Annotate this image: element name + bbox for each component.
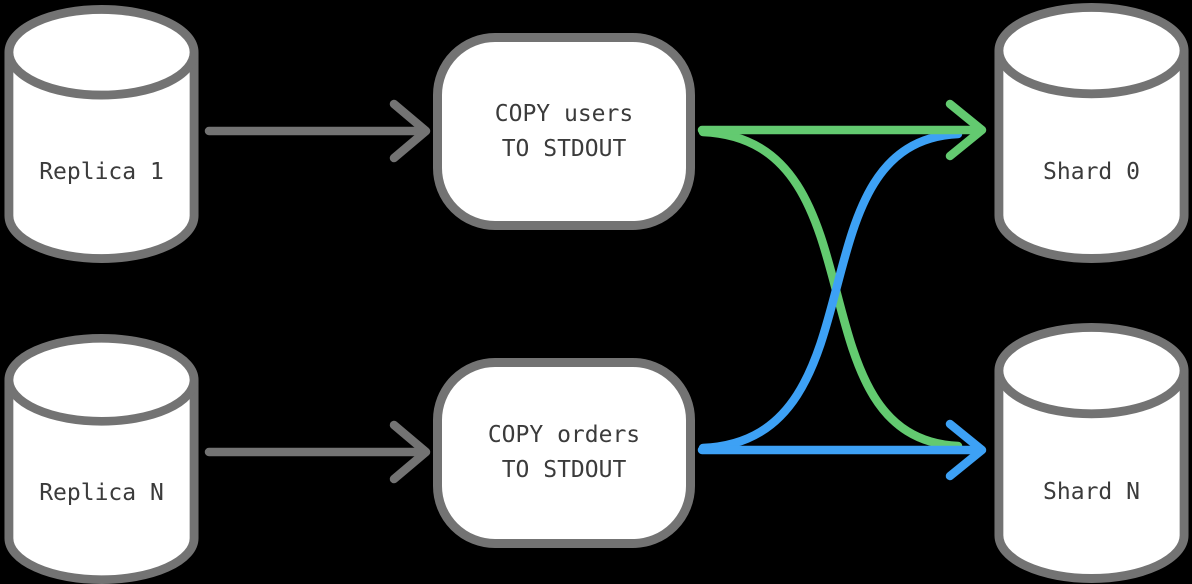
- node-label-shard-0: Shard 0: [1043, 159, 1140, 185]
- edge-copy-users-to-shardN-curve: [698, 127, 963, 451]
- process-label-line2: TO STDOUT: [501, 457, 627, 483]
- node-label-shard-n: Shard N: [1043, 479, 1140, 505]
- database-cylinder-icon: [994, 2, 1189, 263]
- node-copy-users: COPY users TO STDOUT: [433, 33, 695, 230]
- process-label-line1: COPY orders: [487, 422, 641, 448]
- edge-copy-orders-to-shardN: [697, 419, 987, 481]
- database-cylinder-icon: [4, 334, 199, 584]
- process-label-line2: TO STDOUT: [501, 135, 627, 162]
- edge-copy-orders-to-shard0-curve: [698, 129, 963, 453]
- node-label-replica-n: Replica N: [39, 480, 164, 506]
- node-replica-1: Replica 1: [3, 5, 200, 263]
- database-cylinder-icon: [4, 5, 199, 263]
- node-copy-orders: COPY orders TO STDOUT: [433, 358, 695, 548]
- edge-copy-users-to-shard0: [697, 99, 987, 161]
- edge-replicaN-to-copy-orders: [204, 420, 431, 484]
- node-replica-n: Replica N: [3, 334, 200, 584]
- node-shard-n: Shard N: [993, 323, 1190, 583]
- database-cylinder-icon: [994, 323, 1189, 583]
- node-label-replica-1: Replica 1: [39, 159, 164, 185]
- node-shard-0: Shard 0: [993, 2, 1190, 263]
- process-label-line1: COPY users: [494, 100, 634, 127]
- edge-replica1-to-copy-users: [204, 99, 431, 163]
